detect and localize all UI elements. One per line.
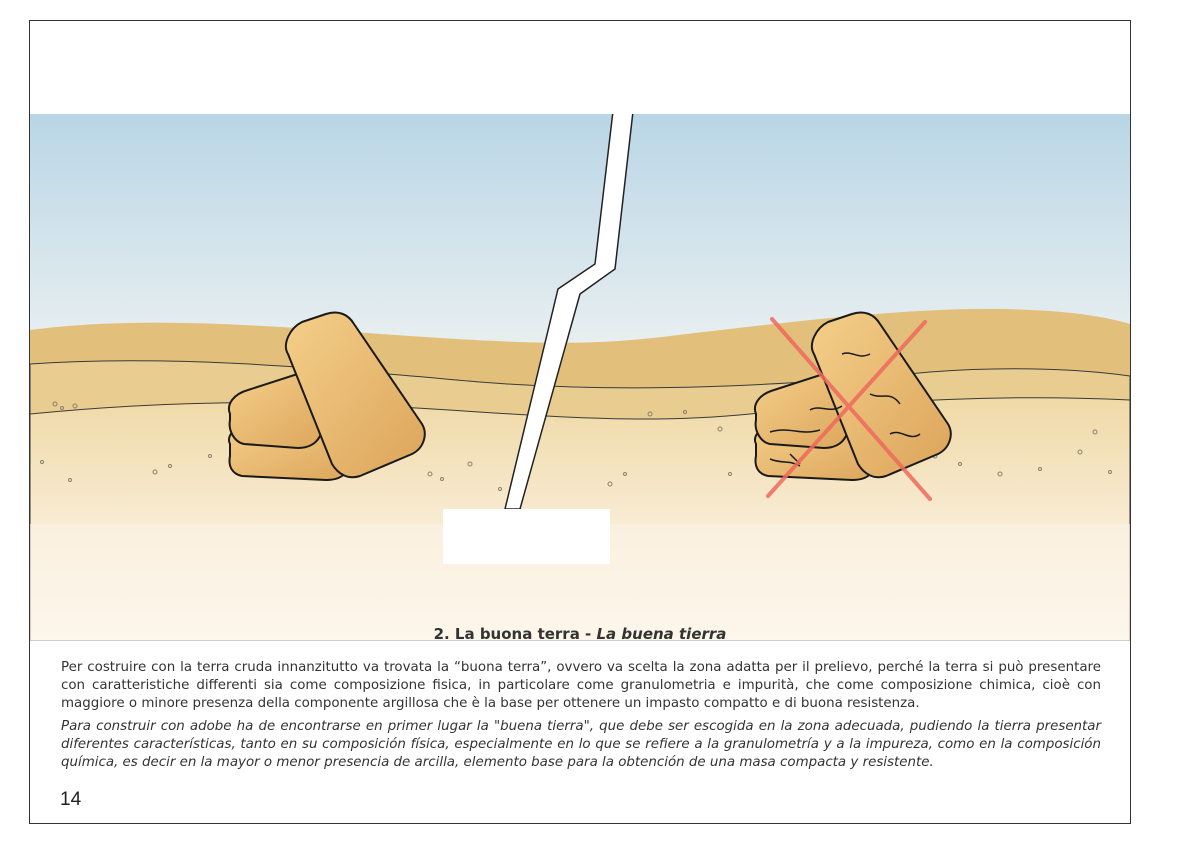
- good-bricks: [228, 311, 426, 481]
- paragraph-italian: Per costruire con la terra cruda innanzi…: [61, 660, 1101, 711]
- paragraph-spanish: Para construir con adobe ha de encontrar…: [61, 719, 1101, 770]
- caption-title: 2. La buona terra - La buena tierra: [30, 625, 1130, 643]
- caption-title-es: La buena tierra: [596, 625, 727, 643]
- page-number: 14: [60, 789, 82, 810]
- brick-cracks: [769, 352, 921, 467]
- red-cross-icon: [766, 317, 932, 501]
- illustration-good-vs-bad-earth: [30, 114, 1130, 641]
- brick-leaning: [284, 311, 426, 479]
- caption-separator: -: [579, 625, 597, 643]
- page-frame: 2. La buona terra - La buena tierra Per …: [29, 20, 1131, 824]
- blank-label-box: [443, 509, 610, 564]
- caption-title-it: 2. La buona terra: [433, 625, 580, 643]
